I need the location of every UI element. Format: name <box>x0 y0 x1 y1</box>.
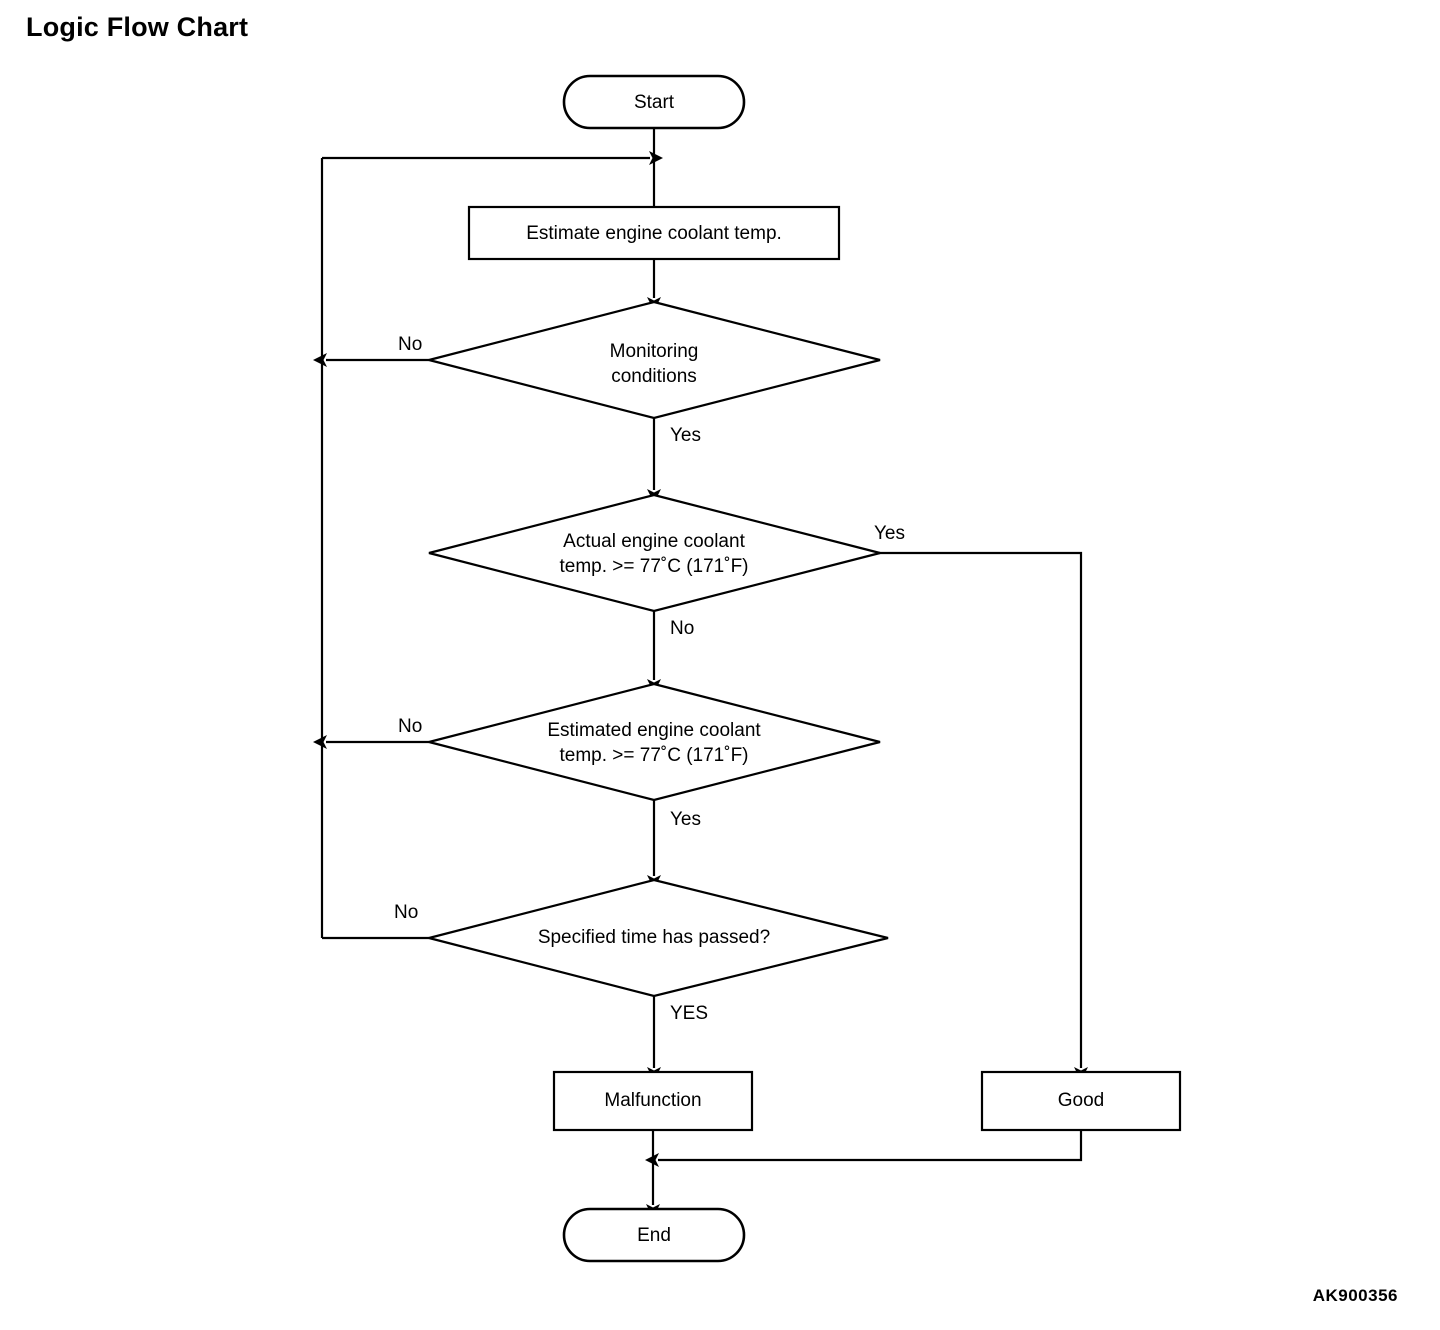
node-end-label: End <box>637 1225 671 1246</box>
node-start[interactable]: Start <box>562 74 746 130</box>
node-malfunction-label: Malfunction <box>604 1090 701 1111</box>
node-estimated-engine-coolant-temp[interactable]: Estimated engine coolant temp. >= 77˚C (… <box>428 682 881 802</box>
edge-actual-yes-to-good <box>879 551 1088 1081</box>
node-timepassed-label: Specified time has passed? <box>538 927 770 948</box>
node-end[interactable]: End <box>562 1207 746 1263</box>
edge-label-timepassed-yes: YES <box>670 1003 708 1024</box>
node-good-label: Good <box>1058 1090 1104 1111</box>
connector-layer <box>313 128 1088 1218</box>
node-monitoring-label-line2: conditions <box>611 366 697 387</box>
node-actual-label-line2: temp. >= 77˚C (171˚F) <box>559 556 748 577</box>
figure-reference-code: AK900356 <box>1312 1286 1398 1305</box>
node-malfunction[interactable]: Malfunction <box>552 1070 754 1132</box>
edge-label-timepassed-no: No <box>394 902 418 923</box>
edge-label-estimated-no: No <box>398 716 422 737</box>
node-actual-label-line1: Actual engine coolant <box>563 531 745 552</box>
node-specified-time-has-passed[interactable]: Specified time has passed? <box>428 878 889 998</box>
page-title: Logic Flow Chart <box>26 12 249 42</box>
node-monitoring-label-line1: Monitoring <box>610 341 699 362</box>
node-actual-engine-coolant-temp[interactable]: Actual engine coolant temp. >= 77˚C (171… <box>428 493 881 613</box>
node-estimated-label-line1: Estimated engine coolant <box>547 720 761 741</box>
edge-label-actual-yes: Yes <box>874 523 905 544</box>
node-good[interactable]: Good <box>980 1070 1182 1132</box>
node-start-label: Start <box>634 92 675 113</box>
node-estimated-label-line2: temp. >= 77˚C (171˚F) <box>559 745 748 766</box>
edge-label-monitoring-no: No <box>398 334 422 355</box>
node-monitoring-conditions[interactable]: Monitoring conditions <box>428 300 881 420</box>
edge-label-layer: No Yes Yes No No Yes No YES <box>394 334 905 1024</box>
node-estimate-engine-coolant-temp[interactable]: Estimate engine coolant temp. <box>467 205 841 261</box>
edge-label-estimated-yes: Yes <box>670 809 701 830</box>
edge-label-actual-no: No <box>670 618 694 639</box>
node-estimate-label: Estimate engine coolant temp. <box>526 223 782 244</box>
edge-good-to-end-join <box>645 1130 1083 1167</box>
edge-label-monitoring-yes: Yes <box>670 425 701 446</box>
